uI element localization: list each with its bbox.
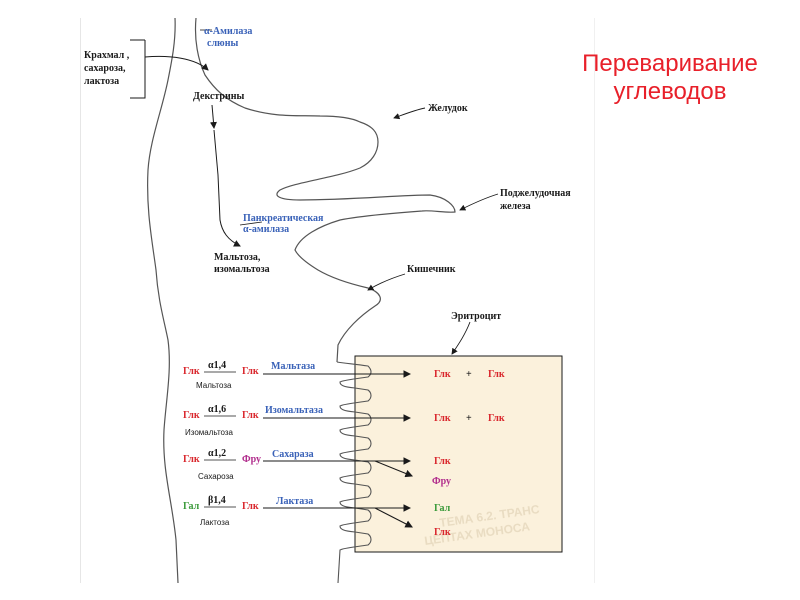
slide-title-line2: углеводов — [613, 78, 727, 105]
row4-product1: Гал — [434, 503, 451, 514]
row3-left-residue: Глк — [183, 454, 200, 465]
pancreatic-amylase-line1: Панкреатическая — [243, 213, 324, 224]
row2-left-residue: Глк — [183, 410, 200, 421]
substrate-lactose: лактоза — [84, 76, 119, 87]
erythrocyte-region — [354, 355, 563, 553]
row1-plus: + — [466, 369, 472, 380]
row2-plus: + — [466, 413, 472, 424]
substrate-starch: Крахмал , — [84, 50, 130, 61]
intestine-label: Кишечник — [407, 264, 456, 275]
erythrocyte-label: Эритроцит — [451, 311, 501, 322]
pancreas-label-line2: железа — [500, 201, 531, 212]
row3-bond: α1,2 — [208, 448, 226, 459]
row1-product2: Глк — [488, 369, 505, 380]
tract-left-wall — [147, 17, 179, 584]
row4-enzyme: Лактаза — [276, 496, 313, 507]
row4-product2: Глк — [434, 527, 451, 538]
intestine-pointer — [367, 273, 406, 291]
slide-title: Переваривание углеводов — [560, 50, 780, 106]
substrate-bracket — [130, 39, 146, 99]
arrow-to-maltose — [213, 129, 241, 247]
row3-enzyme: Сахараза — [272, 449, 314, 460]
row3-substrate-name: Сахароза — [198, 472, 234, 481]
row3-right-residue: Фру — [242, 454, 261, 465]
arrow-dextrins — [209, 104, 217, 129]
row2-right-residue: Глк — [242, 410, 259, 421]
maltose-label-line1: Мальтоза, — [214, 252, 261, 263]
pancreas-label-pointer — [459, 193, 499, 211]
row2-product2: Глк — [488, 413, 505, 424]
row4-bond: β1,4 — [208, 495, 226, 506]
stomach-label: Желудок — [428, 103, 468, 114]
stomach-pointer — [393, 107, 426, 120]
saliva-amylase-line1: α-Амилаза — [204, 26, 252, 37]
row1-enzyme: Мальтаза — [271, 361, 315, 372]
pancreatic-amylase-line2: α-амилаза — [243, 224, 289, 235]
row1-product1: Глк — [434, 369, 451, 380]
row4-substrate-name: Лактоза — [200, 518, 230, 527]
saliva-arrow — [144, 55, 209, 71]
row1-left-residue: Глк — [183, 366, 200, 377]
row1-bond: α1,4 — [208, 360, 226, 371]
substrate-sucrose: сахароза, — [84, 63, 126, 74]
row2-bond: α1,6 — [208, 404, 226, 415]
pancreas-label-line1: Поджелудочная — [500, 188, 571, 199]
row2-enzyme: Изомальтаза — [265, 405, 323, 416]
row4-right-residue: Глк — [242, 501, 259, 512]
row3-arrow-branch — [374, 460, 414, 478]
row1-right-residue: Глк — [242, 366, 259, 377]
row4-arrow-branch — [374, 507, 413, 528]
dextrins-label: Декстрины — [193, 91, 245, 102]
row3-product1: Глк — [434, 456, 451, 467]
row2-product1: Глк — [434, 413, 451, 424]
row3-product2: Фру — [432, 476, 451, 487]
row4-left-residue: Гал — [183, 501, 200, 512]
pancreas-pointer — [239, 221, 263, 226]
row1-substrate-name: Мальтоза — [196, 381, 232, 390]
slide-title-line1: Переваривание — [582, 50, 758, 77]
saliva-amylase-line2: слюны — [207, 38, 238, 49]
tract-right-wall — [194, 17, 456, 363]
erythrocyte-pointer — [451, 321, 471, 355]
row2-substrate-name: Изомальтоза — [185, 428, 234, 437]
intestinal-villi — [336, 361, 372, 584]
maltose-label-line2: изомальтоза — [214, 264, 270, 275]
